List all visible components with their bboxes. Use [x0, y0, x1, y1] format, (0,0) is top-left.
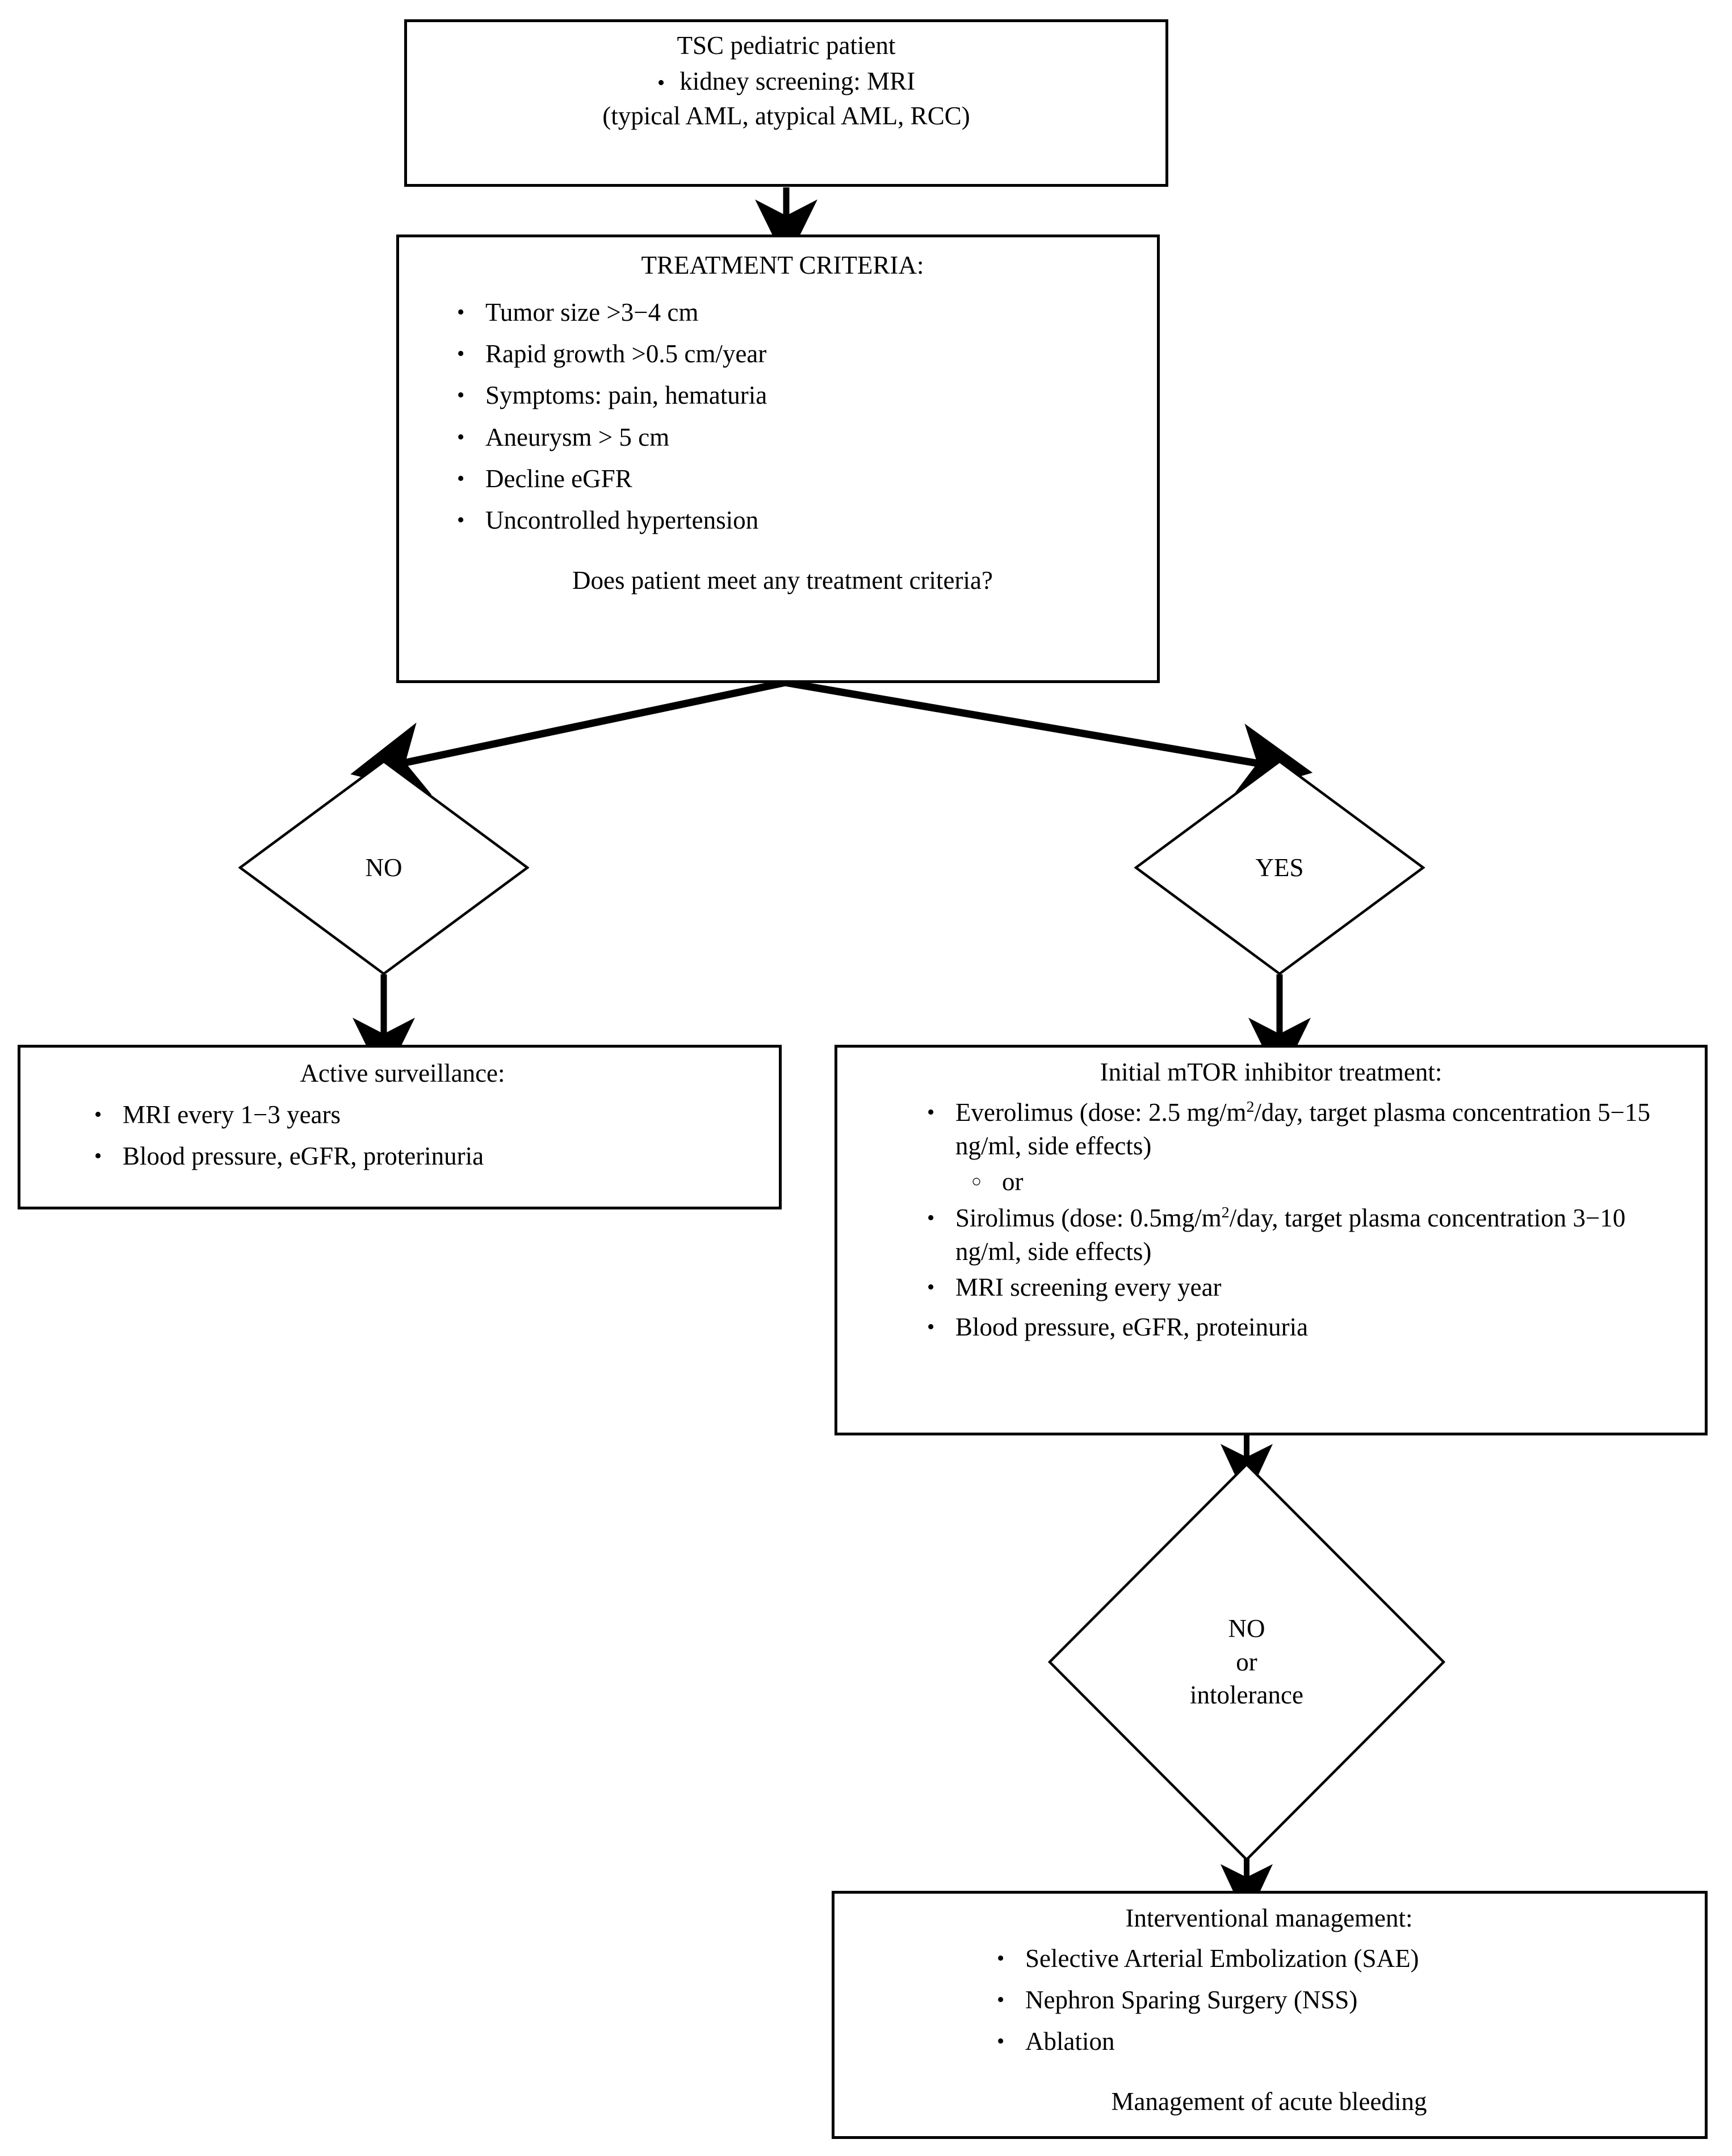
node-mtor-treatment: Initial mTOR inhibitor treatment: • Ever… [834, 1045, 1708, 1435]
list-item-label: Selective Arterial Embolization (SAE) [1025, 1944, 1419, 1973]
criteria-question: Does patient meet any treatment criteria… [572, 566, 993, 595]
start-title: TSC pediatric patient [677, 31, 896, 60]
bullet-marker: • [457, 300, 465, 324]
spacer [422, 538, 1143, 564]
bullet-marker: • [927, 1205, 935, 1230]
sirolimus-text-part2: /day, target plasma concentration 3−10 n… [955, 1203, 1626, 1266]
criteria-bullet-list: • Tumor size >3−4 cm • Rapid growth >0.5… [422, 296, 1143, 538]
start-bullet-list: • kidney screening: MRI [416, 65, 1156, 100]
intervention-bullet-list: • Selective Arterial Embolization (SAE) … [842, 1942, 1696, 2059]
intervention-title: Interventional management: [1125, 1904, 1413, 1932]
bullet-marker: • [457, 341, 465, 366]
edge-criteria-to-yes [784, 679, 1313, 797]
list-item-label: MRI every 1−3 years [123, 1100, 341, 1129]
bullet-marker: • [657, 70, 665, 95]
decision-intolerance-label: NO or intolerance [1048, 1463, 1445, 1861]
list-item-label: MRI screening every year [955, 1273, 1222, 1302]
list-item: • Blood pressure, eGFR, proteinuria [917, 1311, 1680, 1344]
everolimus-text-part2: /day, target plasma concentration 5−15 n… [955, 1098, 1651, 1160]
bullet-marker-hollow: ○ [971, 1172, 982, 1191]
list-item-label: Tumor size >3−4 cm [485, 298, 699, 326]
list-item-label: Symptoms: pain, hematuria [485, 381, 768, 410]
list-item-label: Decline eGFR [485, 464, 632, 493]
list-item: • Blood pressure, eGFR, proterinuria [84, 1140, 770, 1173]
bullet-marker: • [927, 1275, 935, 1300]
list-item: • Aneurysm > 5 cm [447, 421, 1143, 454]
list-item: • Ablation [987, 2025, 1696, 2058]
bullet-marker: • [457, 467, 465, 491]
bullet-marker: • [997, 1946, 1005, 1970]
bullet-marker: • [457, 425, 465, 449]
list-item: • Sirolimus (dose: 0.5mg/m2/day, target … [917, 1202, 1680, 1269]
list-item-label: Aneurysm > 5 cm [485, 422, 670, 451]
surveillance-bullet-list: • MRI every 1−3 years • Blood pressure, … [35, 1098, 770, 1174]
decision-intolerance-line2: or [1236, 1647, 1257, 1676]
edge-criteria-to-no [350, 679, 786, 795]
bullet-marker: • [457, 508, 465, 533]
bullet-marker: • [94, 1144, 102, 1168]
list-item: • Nephron Sparing Surgery (NSS) [987, 1983, 1696, 2017]
sirolimus-superscript: 2 [1221, 1203, 1230, 1221]
list-item-label: Blood pressure, eGFR, proteinuria [955, 1312, 1309, 1341]
decision-no-label: NO [365, 853, 402, 882]
list-item: • Tumor size >3−4 cm [447, 296, 1143, 329]
list-item-label: or [1002, 1167, 1024, 1196]
criteria-title: TREATMENT CRITERIA: [641, 251, 924, 279]
list-item-label: Sirolimus (dose: 0.5mg/m2/day, target pl… [955, 1204, 1625, 1266]
list-item-label: Ablation [1025, 2027, 1115, 2056]
node-treatment-criteria: TREATMENT CRITERIA: • Tumor size >3−4 cm… [396, 235, 1160, 683]
bullet-marker: • [927, 1314, 935, 1339]
bullet-marker: • [997, 1987, 1005, 2012]
bullet-marker: • [457, 383, 465, 408]
spacer [842, 2059, 1696, 2085]
list-item-label: kidney screening: MRI [680, 66, 916, 95]
node-tsc-pediatric-patient: TSC pediatric patient • kidney screening:… [404, 19, 1168, 187]
list-item: • Uncontrolled hypertension [447, 504, 1143, 537]
list-item: • kidney screening: MRI [416, 65, 1156, 100]
list-item: • MRI screening every year [917, 1271, 1680, 1304]
node-decision-no: NO [238, 760, 529, 976]
sirolimus-text-part1: Sirolimus (dose: 0.5mg/m [955, 1203, 1222, 1232]
bullet-marker: • [94, 1102, 102, 1127]
decision-intolerance-line1: NO [1228, 1614, 1265, 1643]
list-item-label: Everolimus (dose: 2.5 mg/m2/day, target … [955, 1098, 1650, 1160]
list-item: • Decline eGFR [447, 462, 1143, 496]
node-active-surveillance: Active surveillance: • MRI every 1−3 yea… [18, 1045, 782, 1209]
list-item: • Selective Arterial Embolization (SAE) [987, 1942, 1696, 1975]
mtor-title: Initial mTOR inhibitor treatment: [1100, 1058, 1442, 1086]
list-item-label: Nephron Sparing Surgery (NSS) [1025, 1985, 1358, 2014]
list-item: • Symptoms: pain, hematuria [447, 379, 1143, 412]
node-interventional-management: Interventional management: • Selective A… [832, 1891, 1708, 2139]
decision-intolerance-line3: intolerance [1190, 1681, 1303, 1710]
everolimus-superscript: 2 [1246, 1098, 1255, 1116]
surveillance-title: Active surveillance: [300, 1059, 505, 1087]
list-item-label: Uncontrolled hypertension [485, 506, 759, 535]
decision-yes-label: YES [1255, 853, 1304, 882]
bullet-marker: • [997, 2029, 1005, 2054]
bullet-marker: • [927, 1100, 935, 1124]
everolimus-text-part1: Everolimus (dose: 2.5 mg/m [955, 1098, 1247, 1127]
list-item: • Rapid growth >0.5 cm/year [447, 337, 1143, 371]
node-decision-no-or-intolerance: NO or intolerance [1048, 1463, 1445, 1861]
start-footer: (typical AML, atypical AML, RCC) [602, 102, 970, 131]
intervention-footer: Management of acute bleeding [1111, 2087, 1427, 2116]
list-item-label: Blood pressure, eGFR, proterinuria [123, 1141, 484, 1170]
list-item: • MRI every 1−3 years [84, 1098, 770, 1132]
list-item: • Everolimus (dose: 2.5 mg/m2/day, targe… [917, 1096, 1680, 1163]
list-item-label: Rapid growth >0.5 cm/year [485, 339, 767, 368]
list-item-sub: ○ or [917, 1165, 1680, 1199]
node-decision-yes: YES [1134, 760, 1425, 976]
mtor-bullet-list: • Everolimus (dose: 2.5 mg/m2/day, targe… [845, 1096, 1697, 1345]
